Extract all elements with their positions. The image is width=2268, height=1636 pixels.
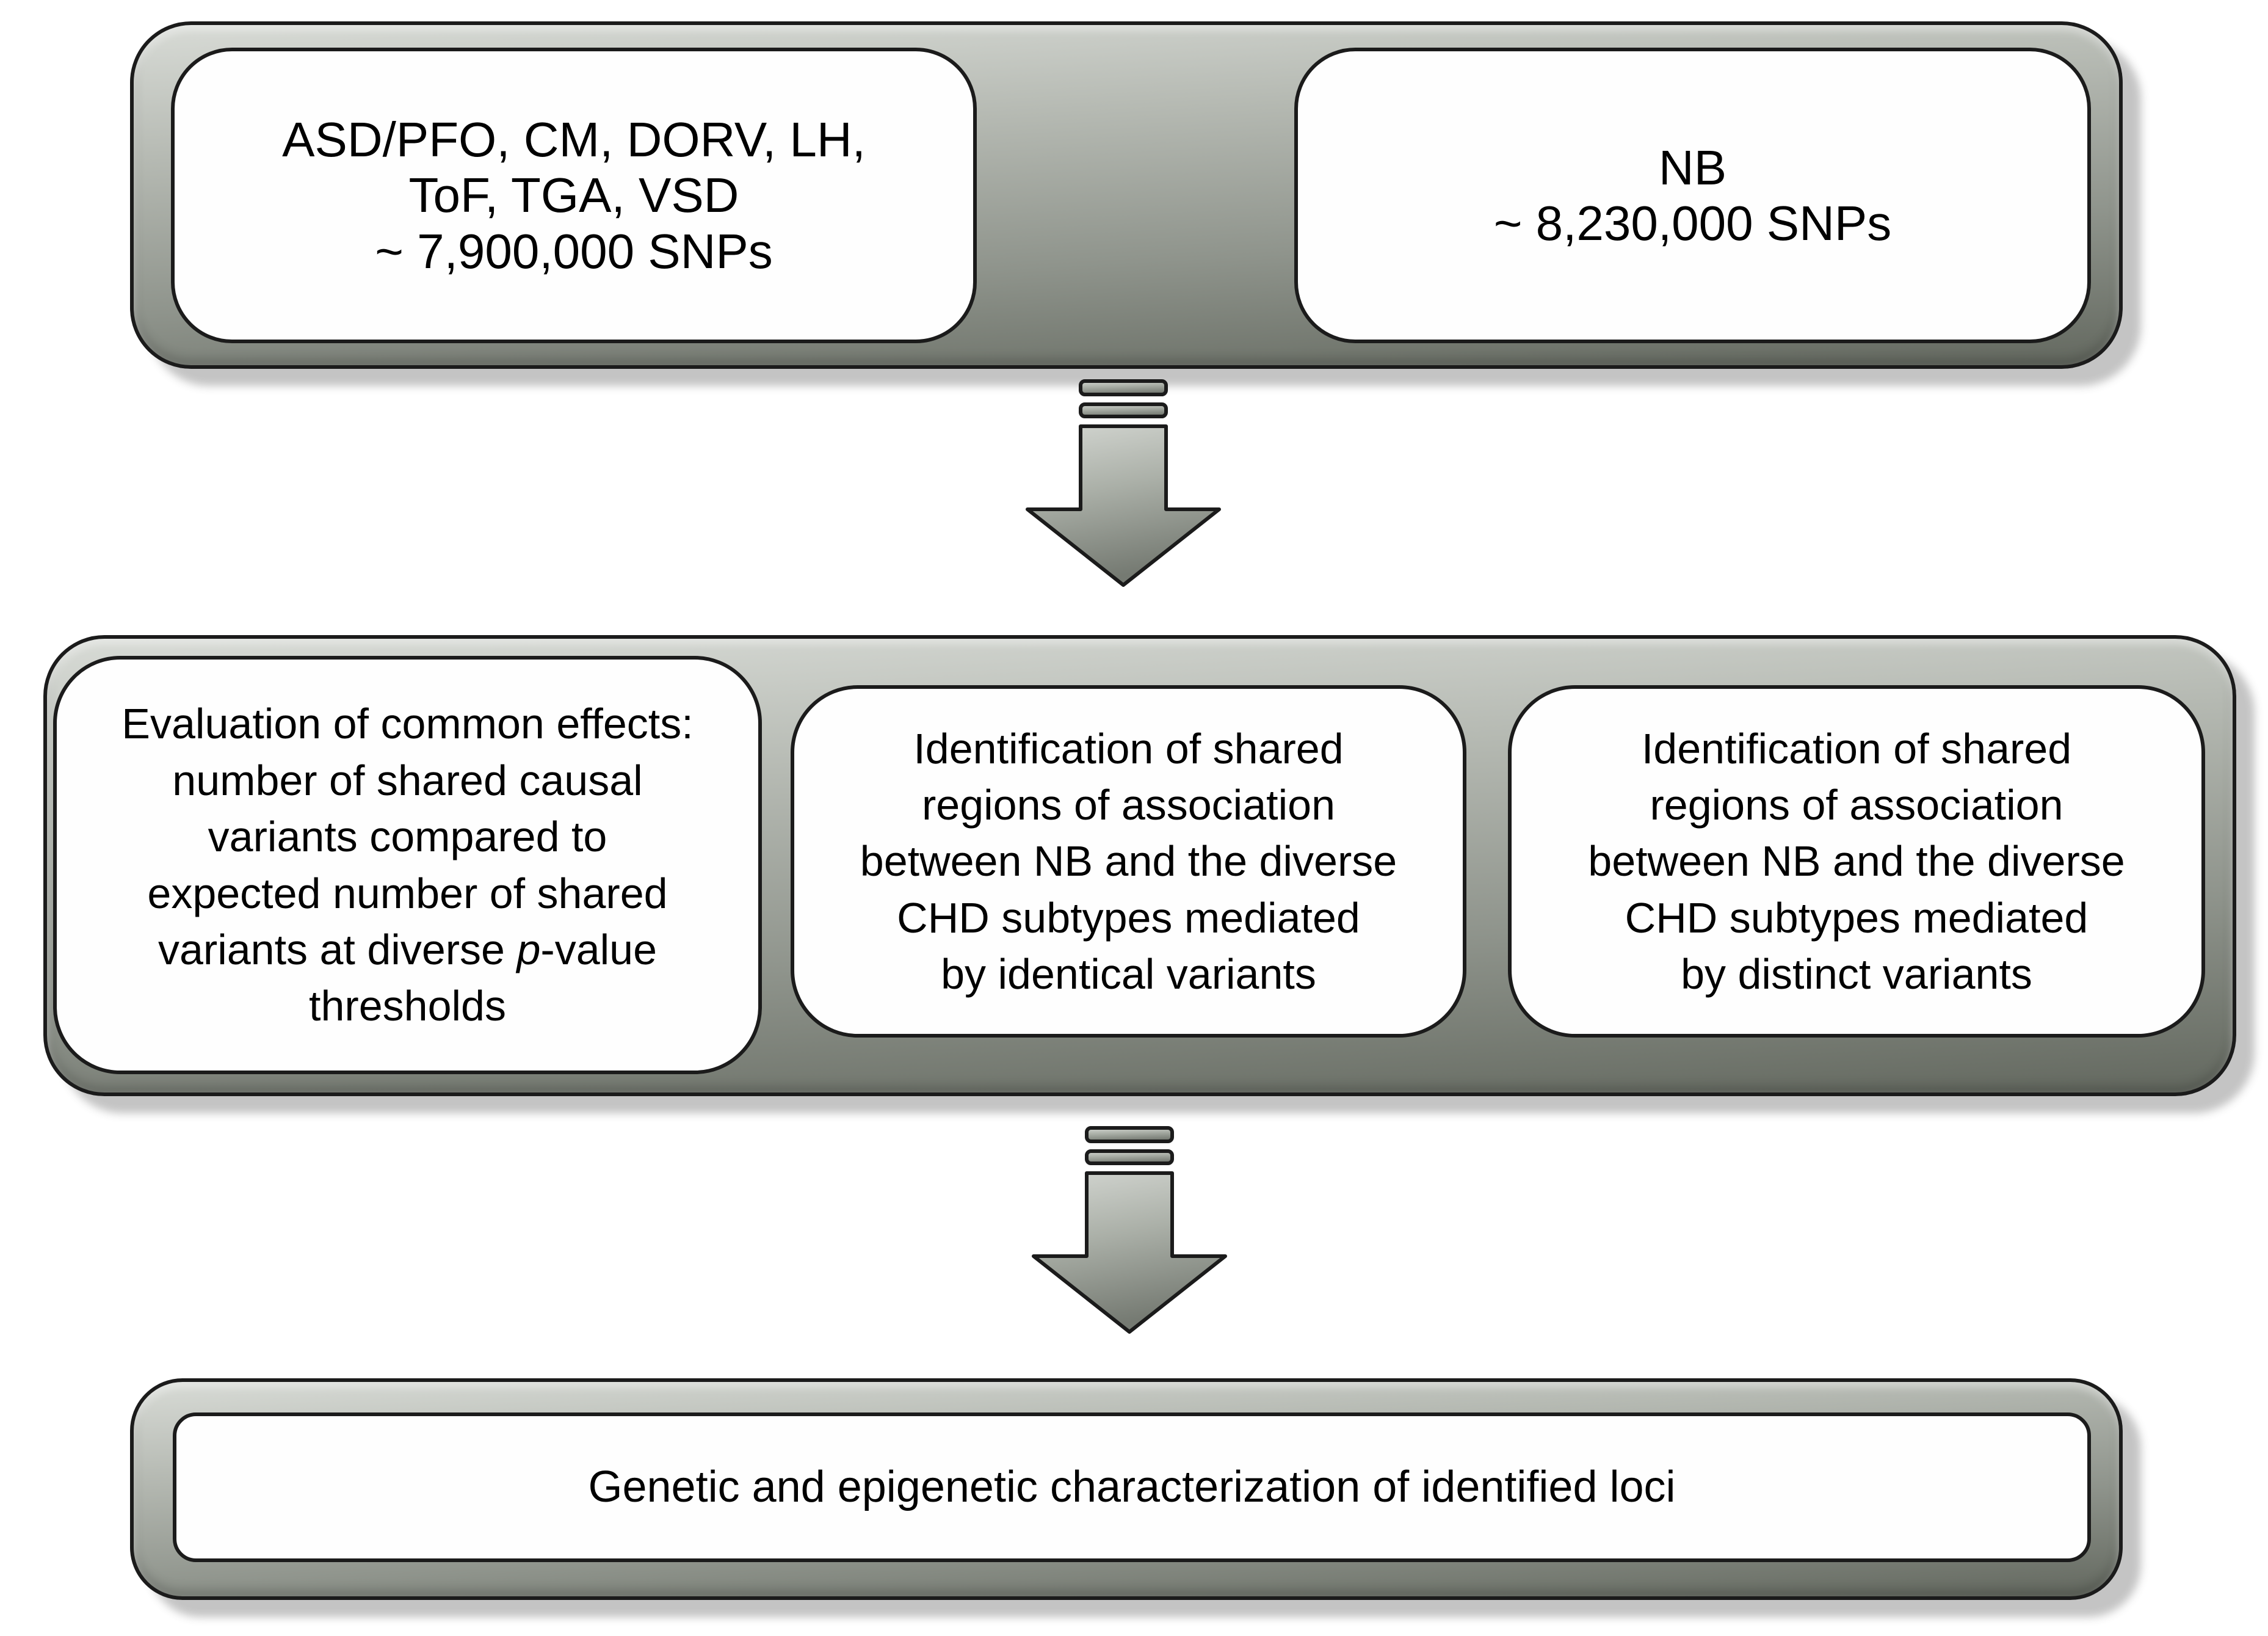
distinct-variants-line: regions of association <box>1650 780 2063 829</box>
distinct-variants-line: Identification of shared <box>1641 724 2072 773</box>
arrow-stripe <box>1085 1126 1174 1143</box>
distinct-variants-line: CHD subtypes mediated <box>1625 893 2089 942</box>
chd-subtypes-snps-box: ASD/PFO, CM, DORV, LH, ToF, TGA, VSD ~ 7… <box>171 48 977 343</box>
common-effects-line: Evaluation of common effects: <box>121 700 694 748</box>
striped-down-arrow-icon <box>1026 379 1221 587</box>
common-effects-evaluation-box: Evaluation of common effects: number of … <box>53 656 762 1074</box>
arrow-body <box>1026 424 1221 587</box>
arrow-stripe <box>1079 379 1168 396</box>
chd-box-line: ~ 7,900,000 SNPs <box>375 224 773 278</box>
nb-box-line: NB <box>1658 140 1727 195</box>
identical-variants-line: Identification of shared <box>913 724 1344 773</box>
distinct-variants-box: Identification of shared regions of asso… <box>1508 685 2205 1038</box>
arrow-stripe <box>1085 1149 1174 1165</box>
distinct-variants-line: between NB and the diverse <box>1588 837 2125 885</box>
chd-box-line: ASD/PFO, CM, DORV, LH, <box>282 112 866 167</box>
analysis-methods-panel: Evaluation of common effects: number of … <box>43 635 2236 1096</box>
common-effects-line: number of shared causal <box>172 756 643 804</box>
pvalue-line: variants at diverse p-value <box>158 922 657 978</box>
striped-down-arrow-icon <box>1032 1126 1227 1334</box>
common-effects-line: expected number of shared <box>147 869 668 917</box>
pvalue-line-after: -value <box>540 925 658 973</box>
distinct-variants-line: by distinct variants <box>1681 950 2032 998</box>
identical-variants-line: between NB and the diverse <box>860 837 1397 885</box>
nb-box-line: ~ 8,230,000 SNPs <box>1493 196 1892 250</box>
identical-variants-line: CHD subtypes mediated <box>897 893 1360 942</box>
pvalue-line-before: variants at diverse <box>158 925 505 973</box>
identical-variants-line: by identical variants <box>941 950 1316 998</box>
common-effects-line: variants compared to <box>208 813 607 861</box>
identical-variants-line: regions of association <box>921 780 1336 829</box>
loci-characterization-box: Genetic and epigenetic characterization … <box>173 1412 2091 1562</box>
chd-box-line: ToF, TGA, VSD <box>408 168 739 223</box>
loci-characterization-line: Genetic and epigenetic characterization … <box>588 1463 1676 1512</box>
pvalue-line-italic-p: p <box>516 925 541 973</box>
arrow-stripe <box>1079 402 1168 418</box>
input-datasets-panel: ASD/PFO, CM, DORV, LH, ToF, TGA, VSD ~ 7… <box>130 21 2123 369</box>
identical-variants-box: Identification of shared regions of asso… <box>791 685 1466 1038</box>
characterization-panel: Genetic and epigenetic characterization … <box>130 1378 2123 1600</box>
nb-snps-box: NB ~ 8,230,000 SNPs <box>1294 48 2091 343</box>
arrow-body <box>1032 1171 1227 1334</box>
common-effects-line: thresholds <box>309 982 506 1030</box>
